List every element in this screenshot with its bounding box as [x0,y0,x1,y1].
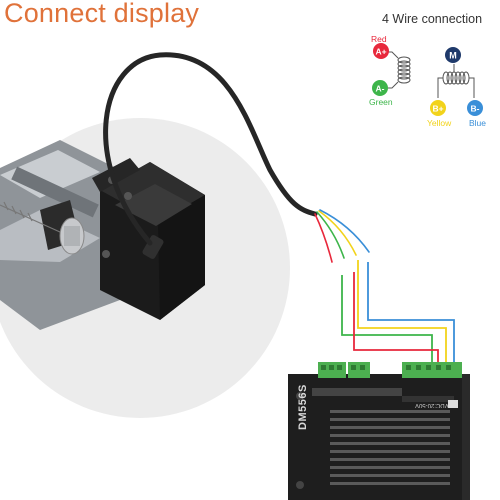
badge-b-plus [430,100,446,116]
linear-rail-module [0,140,120,330]
coil-a-icon [388,51,411,89]
badge-a-minus [372,80,388,96]
yellow-label: Yellow [427,118,452,128]
wire-connection-title: 4 Wire connection [382,12,483,26]
badge-a-plus-text: A+ [375,47,386,57]
badge-motor [445,47,461,63]
red-label: Red [371,34,387,44]
page-title: Connect display [4,0,200,28]
badge-b-minus [467,100,483,116]
green-label: Green [369,97,393,107]
routed-wires [341,260,455,365]
driver-model-label: DM556S [297,384,309,430]
motor-wires [314,209,370,263]
badge-a-plus [373,43,389,59]
motor-cable [103,52,318,246]
driver-voltage-label: VDC:20-50V [415,402,449,408]
coil-b-icon [437,64,475,98]
badge-b-minus-text: B- [471,104,480,114]
badge-motor-text: M [449,51,457,61]
stepper-motor [92,158,205,320]
badge-a-minus-text: A- [376,84,385,94]
stepper-driver [288,362,470,500]
badge-b-plus-text: B+ [432,104,443,114]
blue-label: Blue [469,118,487,128]
